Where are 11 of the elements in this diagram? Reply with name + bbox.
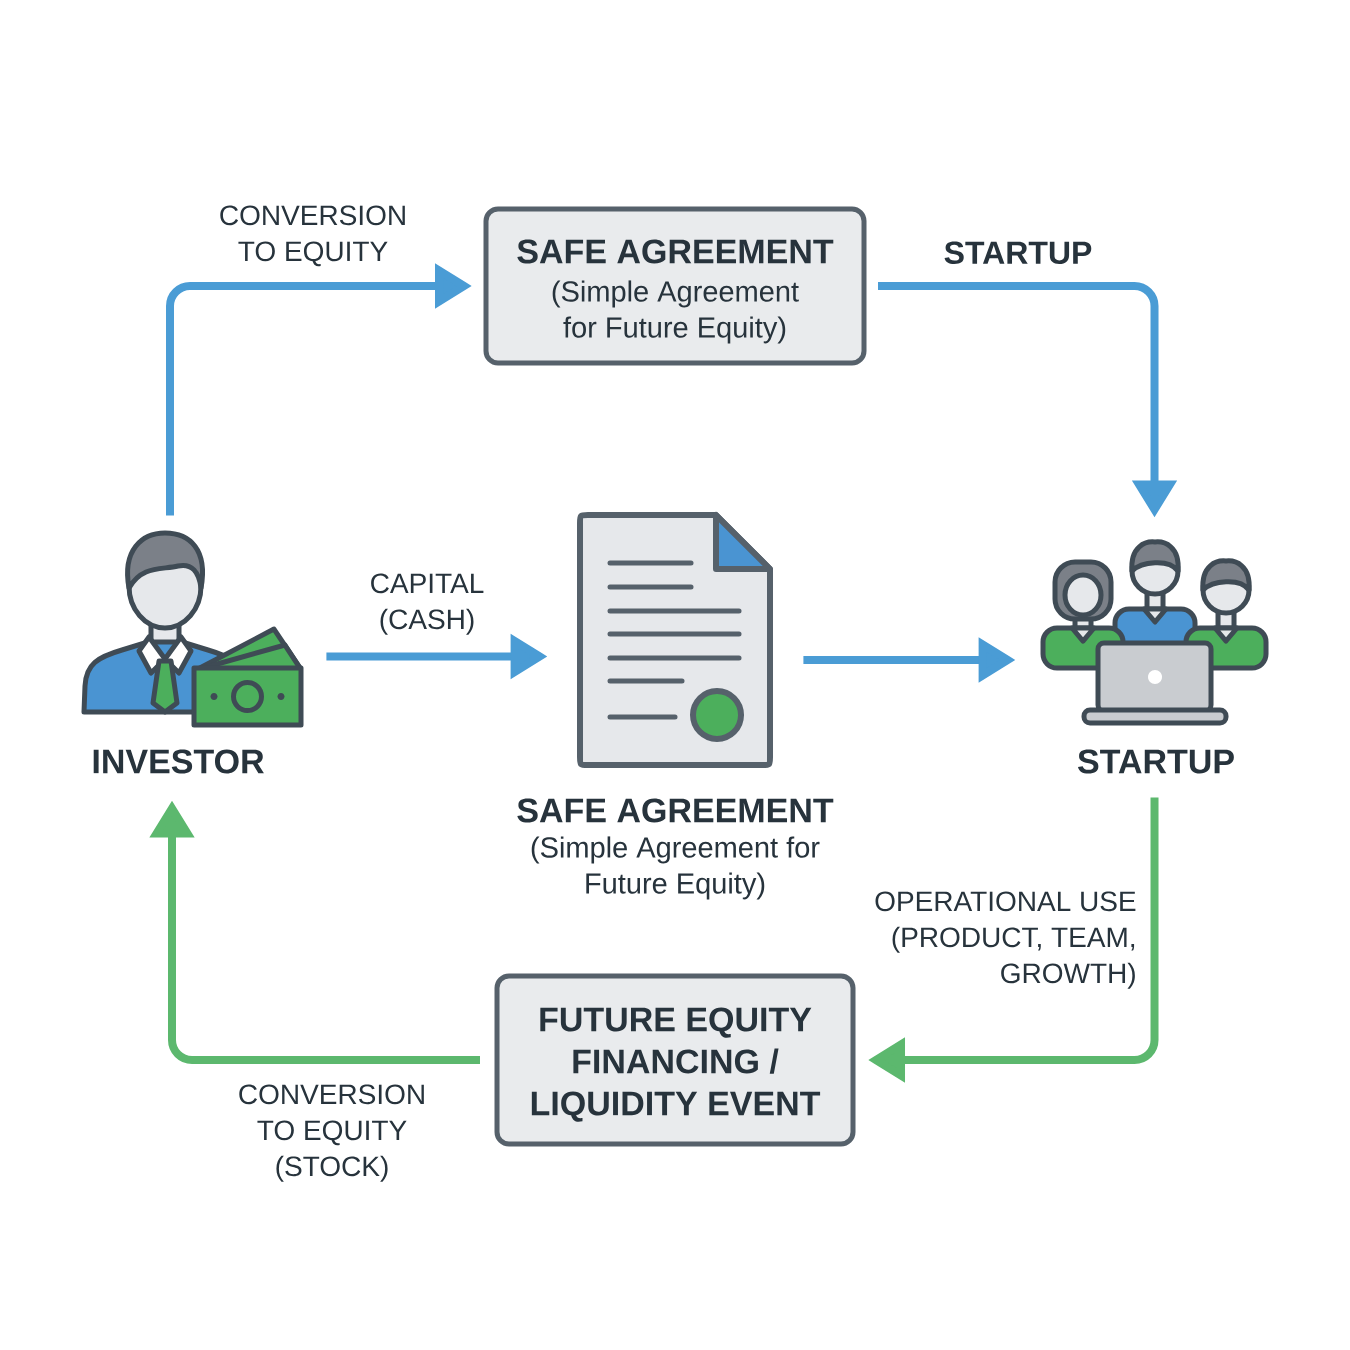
edge-label: STARTUP xyxy=(944,241,1092,265)
subtitle: (Simple Agreement for Future Equity) xyxy=(531,836,820,900)
process-box: FUTURE EQUITY FINANCING / LIQUIDITY EVENT xyxy=(494,973,856,1147)
edge-label: CONVERSION TO EQUITY xyxy=(220,205,405,267)
edge-label: OPERATIONAL USE (PRODUCT, TEAM, GROWTH) xyxy=(875,891,1136,989)
edge-label: CAPITAL (CASH) xyxy=(371,573,484,635)
process-box: SAFE AGREEMENT (Simple Agreement for Future Equity) xyxy=(483,206,867,366)
title: INVESTOR xyxy=(93,749,264,774)
title: STARTUP xyxy=(1077,749,1234,774)
edge-label: CONVERSION TO EQUITY (STOCK) xyxy=(239,1084,424,1182)
title: SAFE AGREEMENT xyxy=(517,798,834,823)
